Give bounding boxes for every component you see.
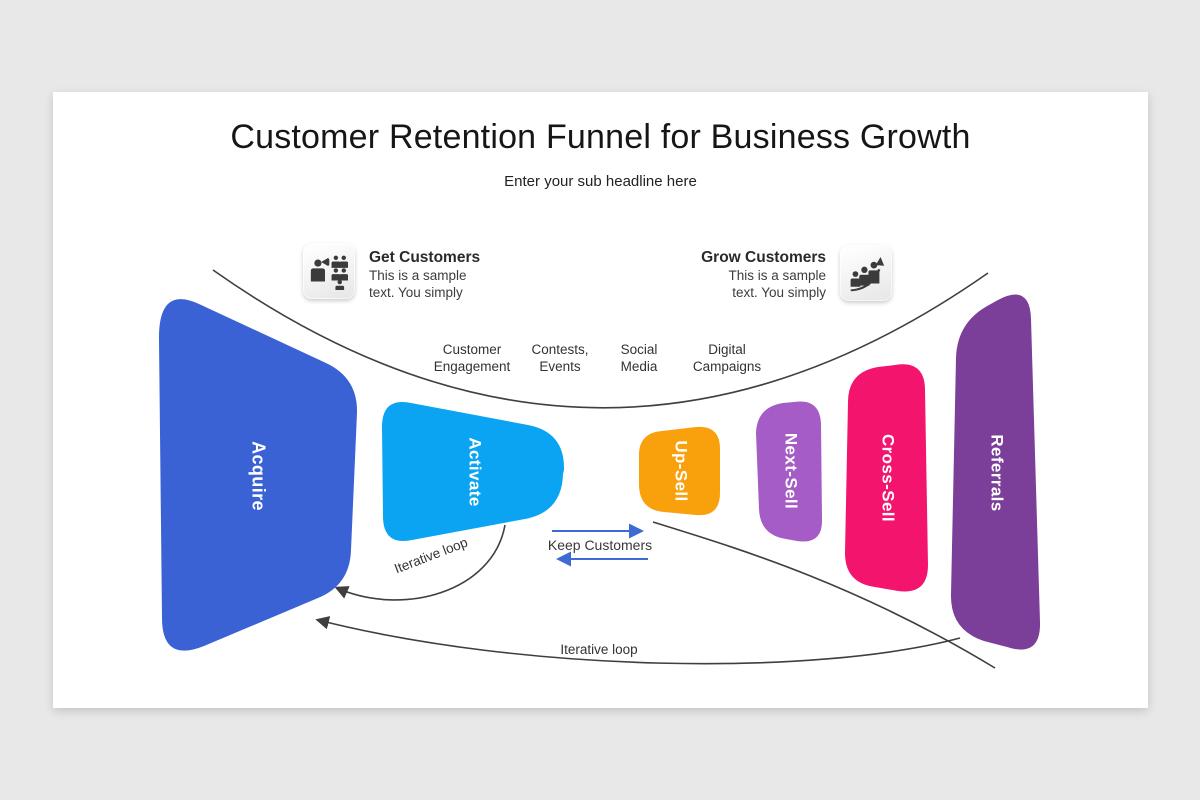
funnel-diagram: Acquire Activate Up-Sell Next-Sell Cross… [158, 269, 1041, 669]
get-customers-title: Get Customers [369, 249, 481, 266]
megaphone-people-icon [310, 255, 348, 290]
get-customers-icon-tile [303, 243, 355, 299]
tactic-line: Social [620, 342, 658, 357]
grow-customers-callout: Grow Customers This is a sample text. Yo… [662, 243, 892, 303]
stage-shape-referrals [950, 294, 1041, 650]
stage-shape-activate [382, 402, 565, 541]
stage-shape-cross-sell [845, 364, 928, 592]
tactic-social-media: Social Media [577, 341, 701, 375]
people-growth-chart-icon [850, 256, 885, 292]
stage-label-referrals: Referrals [988, 434, 1007, 511]
stage-label-acquire: Acquire [248, 441, 268, 511]
get-customers-body-line1: This is a sample [369, 268, 467, 283]
page-title: Customer Retention Funnel for Business G… [230, 118, 971, 156]
stage-label-next-sell: Next-Sell [782, 433, 801, 509]
page-subtitle: Enter your sub headline here [504, 173, 697, 190]
stage-label-activate: Activate [466, 437, 485, 506]
stage-label-cross-sell: Cross-Sell [879, 434, 898, 522]
stage-shape-next-sell [756, 401, 823, 542]
stage-shape-up-sell [638, 426, 720, 516]
grow-customers-body-line2: text. You simply [732, 285, 826, 300]
iterative-loop-arrow-bottom [315, 616, 961, 665]
grow-customers-body-line1: This is a sample [728, 268, 826, 283]
get-customers-callout: Get Customers This is a sample text. You… [303, 243, 533, 303]
tactic-line: Campaigns [692, 359, 762, 374]
iterative-loop-arrow-top [334, 524, 506, 601]
tactic-digital-campaigns: Digital Campaigns [665, 341, 789, 375]
keep-customers-label: Keep Customers [547, 537, 653, 553]
tactic-line: Contests, [531, 342, 589, 357]
grow-customers-title: Grow Customers [701, 249, 826, 266]
tactic-line: Customer [442, 342, 502, 357]
tactic-line: Media [620, 359, 658, 374]
stage-shape-acquire [158, 299, 358, 651]
tactic-contests-events: Contests, Events [498, 341, 622, 375]
tactic-customer-engagement: Customer Engagement [410, 341, 534, 375]
funnel-top-curve [212, 269, 989, 409]
slide-canvas: Customer Retention Funnel for Business G… [53, 92, 1148, 708]
grow-customers-icon-tile [840, 245, 892, 301]
get-customers-body-line2: text. You simply [369, 285, 463, 300]
iterative-loop-label-bottom: Iterative loop [560, 642, 638, 657]
tactic-line: Engagement [433, 359, 511, 374]
tactic-line: Digital [708, 342, 746, 357]
stage-label-up-sell: Up-Sell [672, 440, 691, 501]
tactic-line: Events [539, 359, 581, 374]
funnel-bottom-right-curve [652, 521, 996, 669]
